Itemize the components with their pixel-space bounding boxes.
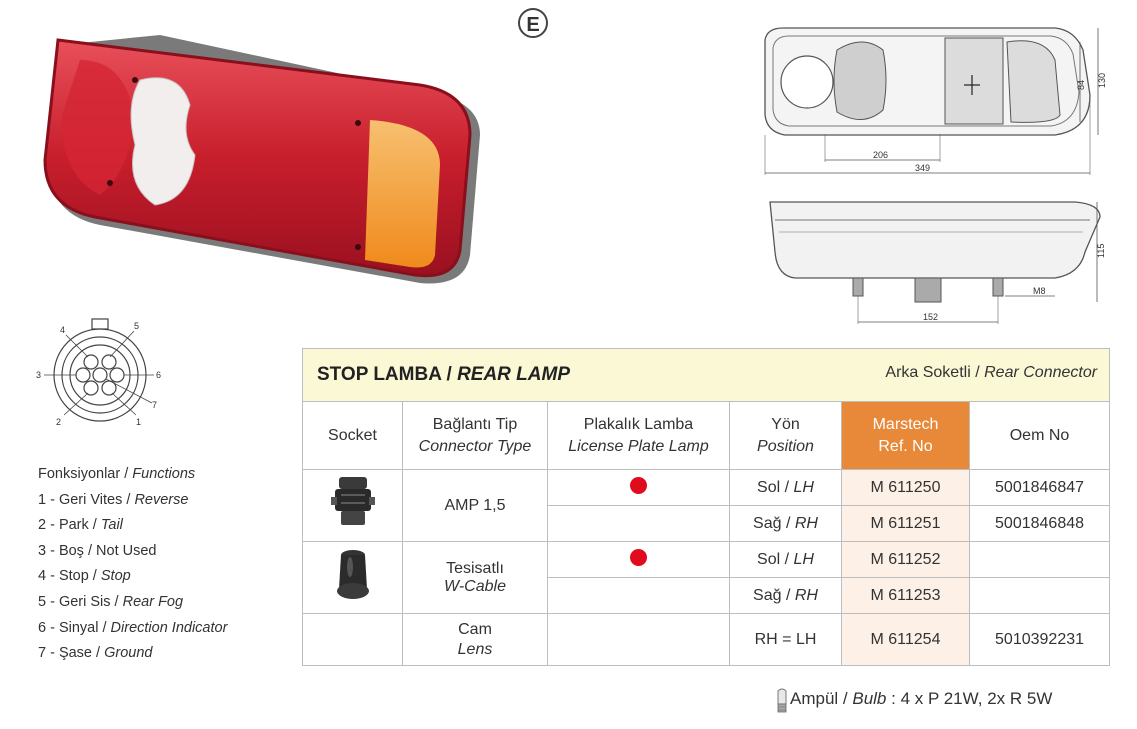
license-plate-cell: [547, 577, 730, 614]
socket-cell: [302, 613, 403, 666]
license-plate-cell: [547, 541, 730, 578]
pin-label-7: 7: [152, 400, 157, 410]
dim-349: 349: [915, 163, 930, 173]
position-cell: RH = LH: [729, 613, 842, 666]
side-view-drawing: 115 M8 152: [769, 201, 1106, 324]
pin-label-1: 1: [136, 417, 141, 427]
product-table: STOP LAMBA / REAR LAMP Arka Soketli / Re…: [301, 348, 1111, 666]
table-row: Sağ / RH M 611251 5001846848: [303, 505, 1111, 542]
function-item: 4 - Stop / Stop: [38, 568, 131, 585]
oem-no-cell: 5010392231: [968, 613, 1111, 666]
ref-no-cell: M 611251: [841, 505, 970, 542]
function-item: 1 - Geri Vites / Reverse: [38, 491, 189, 508]
pin-label-4: 4: [60, 325, 65, 335]
dim-m8: M8: [1033, 286, 1046, 296]
product-table-wrap: STOP LAMBA / REAR LAMP Arka Soketli / Re…: [301, 348, 1111, 666]
position-cell: Sol / LH: [729, 469, 842, 506]
dim-130: 130: [1097, 73, 1107, 88]
connector-subtitle: Arka Soketli / Rear Connector: [885, 364, 1098, 381]
oem-no-cell: 5001846848: [968, 505, 1111, 542]
socket-cable-cell: [302, 541, 403, 614]
function-item: 3 - Boş / Not Used: [38, 542, 157, 559]
ref-no-cell: M 611254: [841, 613, 970, 666]
position-cell: Sol / LH: [729, 541, 842, 578]
function-item: 6 - Sinyal / Direction Indicator: [38, 619, 228, 636]
socket-amp-cell: [302, 469, 403, 542]
table-row: Sağ / RH M 611253: [303, 577, 1111, 614]
table-title: STOP LAMBA / REAR LAMP: [317, 364, 571, 385]
cable-socket-icon: [336, 550, 369, 599]
license-plate-cell: [547, 613, 730, 666]
header-socket: Socket: [302, 401, 403, 470]
dim-115: 115: [1096, 244, 1106, 258]
function-item: 2 - Park / Tail: [38, 517, 123, 534]
header-oem-no: Oem No: [968, 401, 1111, 470]
license-plate-cell: [547, 469, 730, 506]
function-item: 5 - Geri Sis / Rear Fog: [38, 593, 184, 610]
oem-no-cell: [968, 541, 1111, 578]
table-title-row: STOP LAMBA / REAR LAMP Arka Soketli / Re…: [301, 348, 1111, 402]
oem-no-cell: [968, 577, 1111, 614]
function-item: 7 - Şase / Ground: [38, 645, 153, 662]
ref-no-cell: M 611250: [841, 469, 970, 506]
pin-label-6: 6: [156, 370, 161, 380]
pin-label-5: 5: [134, 321, 139, 331]
position-cell: Sağ / RH: [729, 577, 842, 614]
license-plate-cell: [547, 505, 730, 542]
bulb-spec: Ampül / Bulb : 4 x P 21W, 2x R 5W: [790, 689, 1053, 708]
license-plate-dot-icon: [630, 548, 647, 566]
top-view-drawing: 206 349 84 130: [764, 27, 1107, 175]
functions-title: Fonksiyonlar / Functions: [38, 466, 196, 482]
position-cell: Sağ / RH: [729, 505, 842, 542]
connector-pin-diagram: 4 5 3 6 7 2 1: [36, 318, 161, 427]
amp-socket-icon: [330, 477, 375, 525]
bulb-icon: [777, 688, 787, 713]
table-row: AMP 1,5 Sol / LH M 611250 5001846847: [302, 469, 1111, 542]
oem-no-cell: 5001846847: [968, 469, 1111, 506]
ref-no-cell: M 611253: [841, 577, 970, 614]
dim-152: 152: [923, 312, 938, 322]
rear-lamp-photo: [43, 35, 480, 284]
ref-no-cell: M 611252: [841, 541, 970, 578]
dim-84: 84: [1076, 80, 1086, 90]
connector-type-cell: AMP 1,5: [402, 469, 548, 542]
functions-list: Fonksiyonlar / Functions 1 - Geri Vites …: [38, 462, 227, 667]
pin-label-2: 2: [56, 417, 61, 427]
license-plate-dot-icon: [630, 476, 647, 494]
e-mark-badge: E: [518, 8, 548, 38]
pin-label-3: 3: [36, 370, 41, 380]
dim-206: 206: [873, 150, 888, 160]
